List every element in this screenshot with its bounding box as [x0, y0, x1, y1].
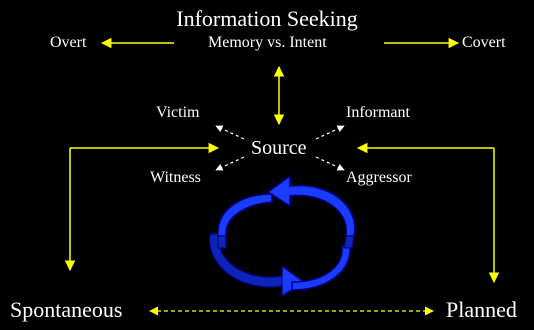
diagram-title: Information Seeking: [176, 6, 358, 31]
connector-aggressor: [315, 156, 345, 171]
label-covert: Covert: [462, 34, 506, 51]
connector-witness: [215, 156, 245, 171]
connector-victim: [215, 125, 245, 140]
label-memory-vs-intent: Memory vs. Intent: [208, 34, 327, 51]
label-informant: Informant: [346, 104, 410, 121]
label-victim: Victim: [156, 104, 200, 121]
label-source: Source: [251, 137, 307, 159]
cycle-arrows-icon: [209, 174, 356, 298]
label-witness: Witness: [150, 169, 201, 186]
label-aggressor: Aggressor: [346, 169, 412, 186]
label-overt: Overt: [50, 34, 87, 51]
connector-informant: [315, 125, 345, 140]
label-planned: Planned: [446, 297, 517, 322]
label-spontaneous: Spontaneous: [10, 297, 123, 322]
